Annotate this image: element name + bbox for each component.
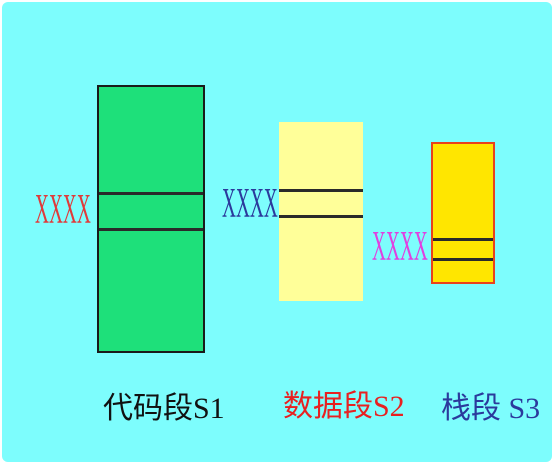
data-segment-name-label: 数据段S2 <box>283 390 405 423</box>
stack-segment-divider-line <box>433 258 493 261</box>
code-segment-divider-line <box>99 228 203 231</box>
data-segment-divider-line <box>279 189 363 192</box>
code-segment-name-label: 代码段S1 <box>103 392 225 425</box>
code-segment-divider-line <box>99 192 203 195</box>
data-segment-divider-line <box>279 215 363 218</box>
stack-segment-box <box>431 142 495 284</box>
data-segment-box <box>279 122 363 301</box>
stack-segment-name-label: 栈段 S3 <box>441 392 541 425</box>
data-segment-offset-label: XXXX <box>222 181 278 227</box>
code-segment-box <box>97 85 205 353</box>
code-segment-offset-label: XXXX <box>35 187 91 233</box>
diagram-canvas: XXXX 代码段S1 XXXX 数据段S2 XXXX 栈段 S3 <box>2 2 552 462</box>
stack-segment-divider-line <box>433 238 493 241</box>
stack-segment-offset-label: XXXX <box>372 224 428 270</box>
